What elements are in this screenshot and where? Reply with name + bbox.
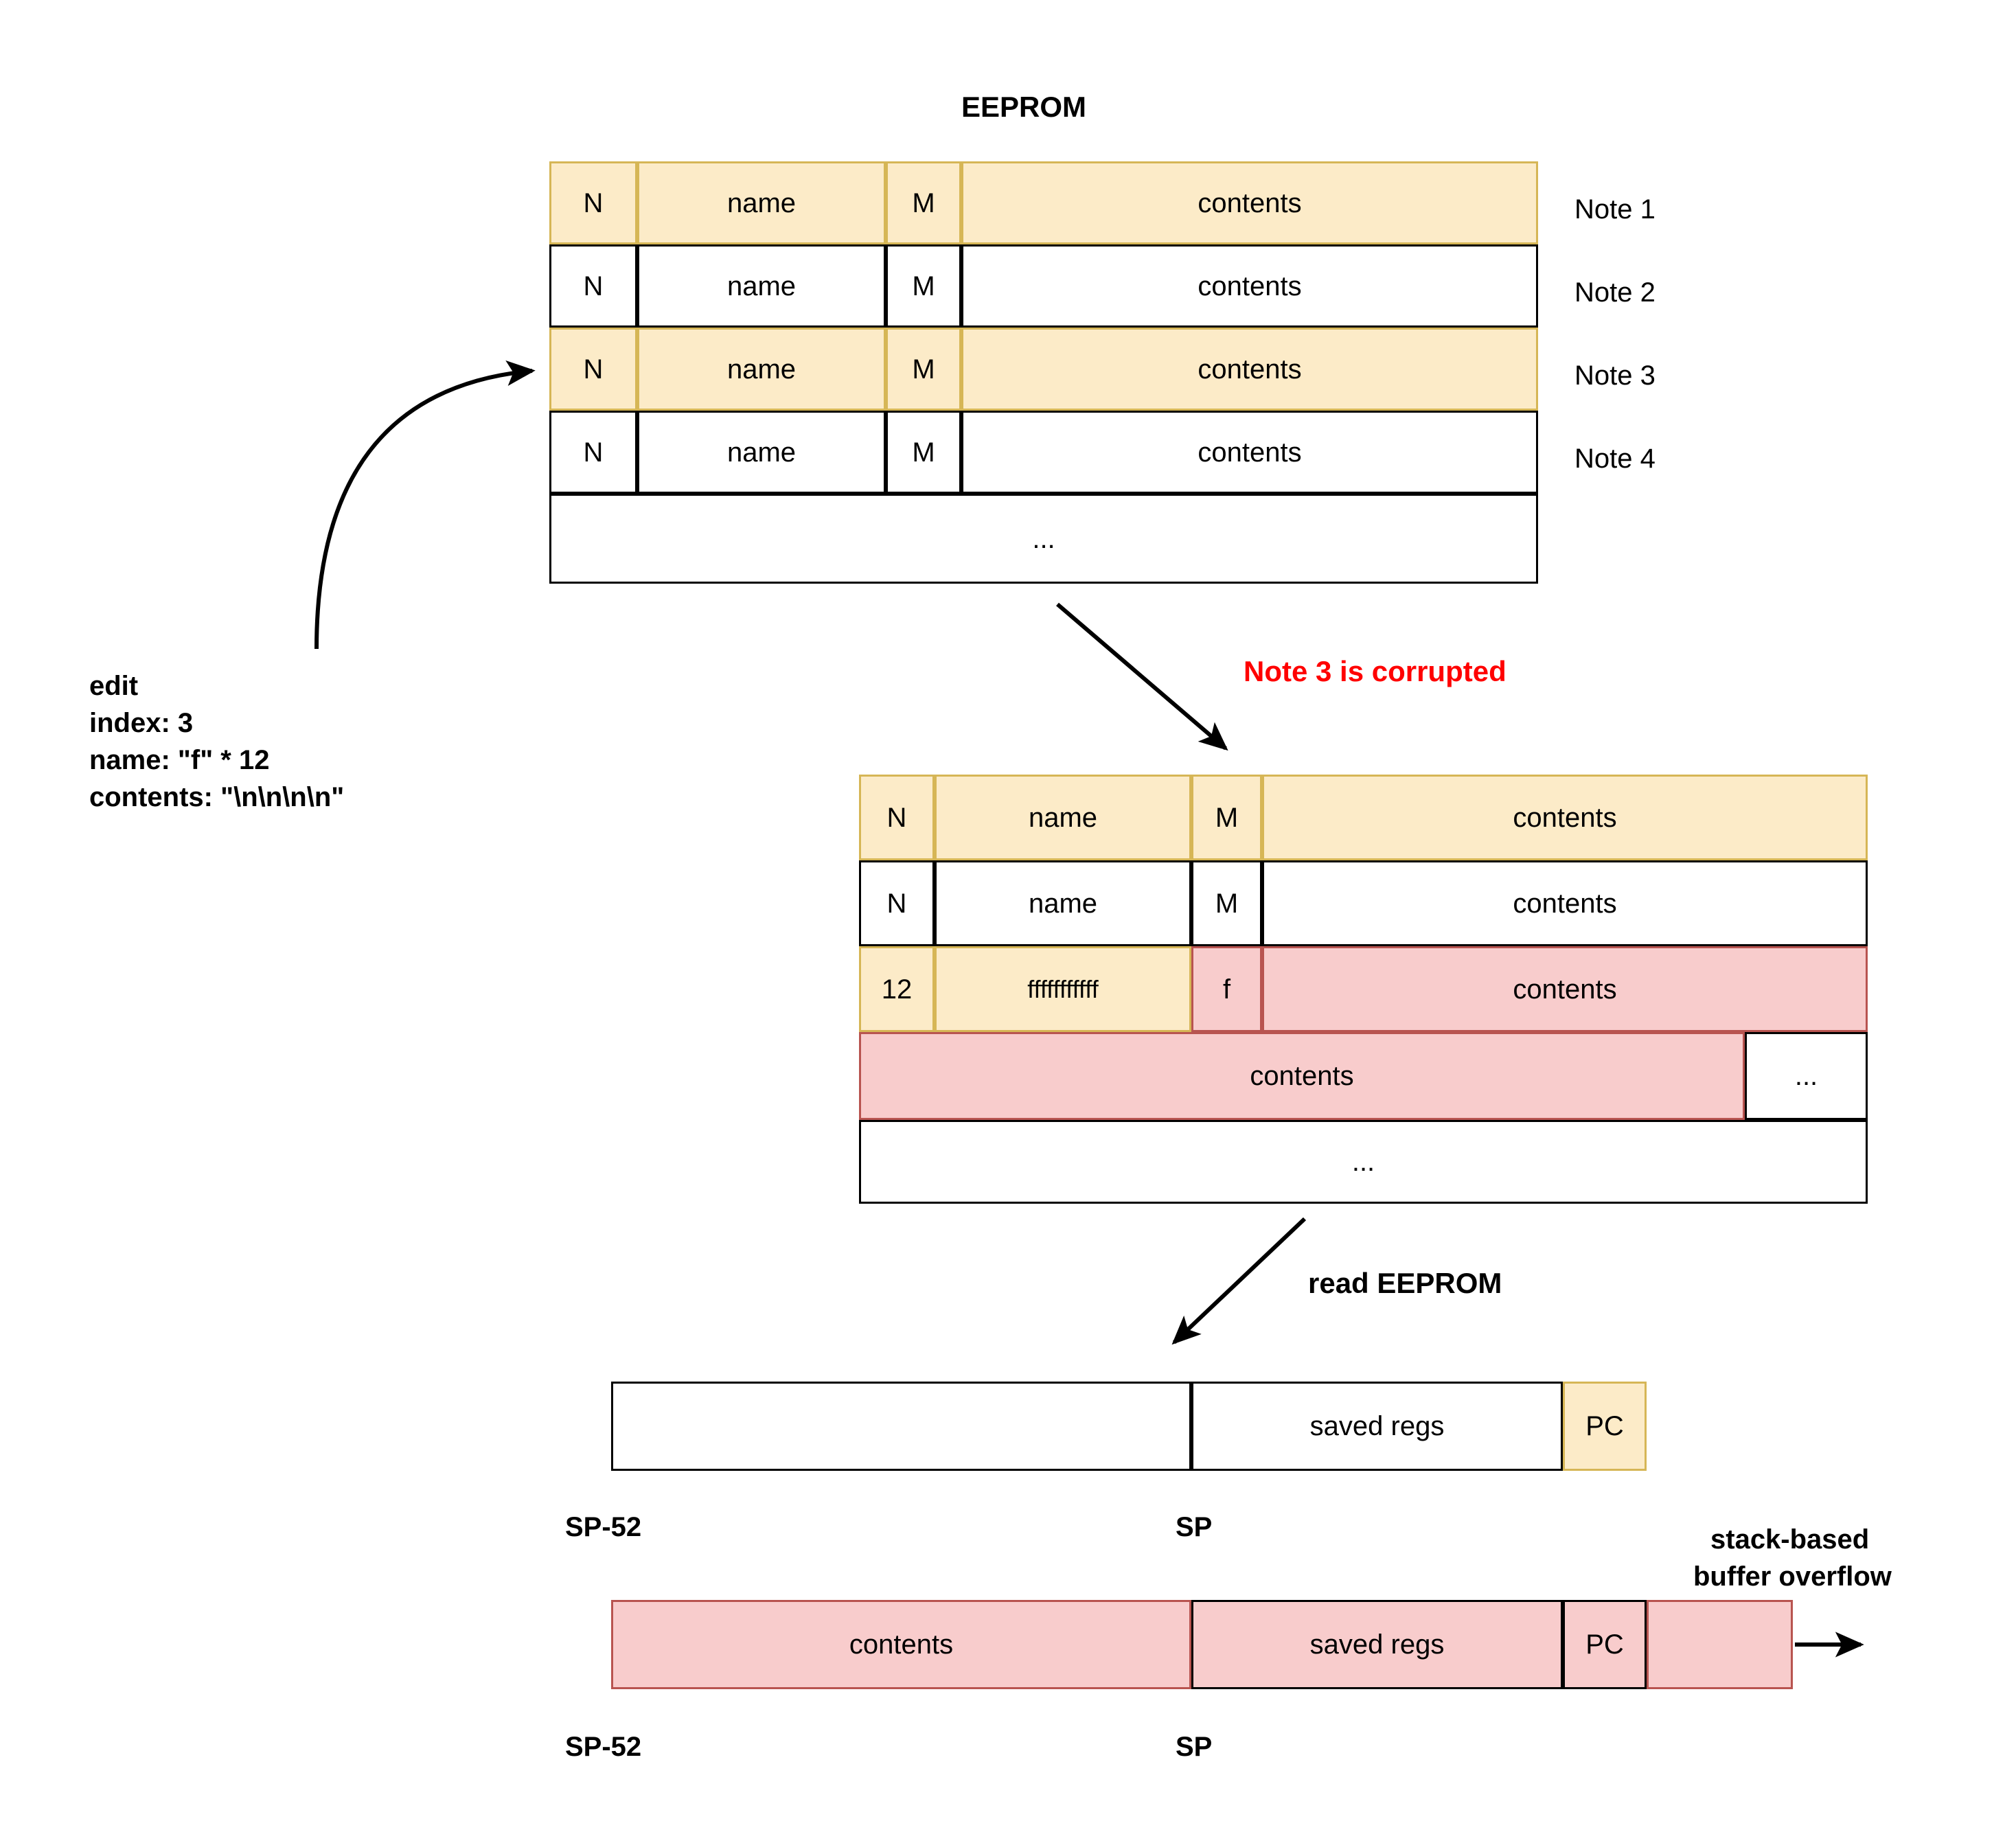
stack-after-overflow-tail bbox=[1647, 1600, 1793, 1689]
eeprom-r1-side-label: Note 1 bbox=[1574, 194, 1656, 225]
corrupt-ellipsis-row: ... bbox=[859, 1120, 1868, 1204]
edit-name: name: "f" * 12 bbox=[89, 745, 270, 775]
eeprom-r4-side-label: Note 4 bbox=[1574, 444, 1656, 474]
corrupt-r4-ellipsis: ... bbox=[1745, 1032, 1868, 1120]
eeprom-r3-side-label: Note 3 bbox=[1574, 360, 1656, 391]
eeprom-r2-m: M bbox=[886, 244, 961, 328]
edit-index: index: 3 bbox=[89, 708, 194, 738]
corrupt-r2-n: N bbox=[859, 860, 935, 946]
corrupt-r1-name: name bbox=[935, 775, 1191, 860]
stack-after-pc: PC bbox=[1563, 1600, 1647, 1689]
corrupt-r4-contents: contents bbox=[859, 1032, 1745, 1120]
corrupt-r2-m: M bbox=[1191, 860, 1262, 946]
eeprom-r4-n: N bbox=[549, 411, 637, 494]
corrupt-r3-m: f bbox=[1191, 946, 1262, 1032]
eeprom-ellipsis-row: ... bbox=[549, 494, 1538, 584]
eeprom-r2-n: N bbox=[549, 244, 637, 328]
eeprom-r1-n: N bbox=[549, 161, 637, 244]
corrupt-r3-n: 12 bbox=[859, 946, 935, 1032]
corruption-warning-label: Note 3 is corrupted bbox=[1244, 655, 1507, 687]
eeprom-r4-m: M bbox=[886, 411, 961, 494]
stack-before-sp-52-marker: SP-52 bbox=[565, 1512, 642, 1542]
overflow-caption-line1: stack-based bbox=[1710, 1524, 1870, 1555]
stack-before-pc: PC bbox=[1563, 1382, 1647, 1471]
eeprom-r4-name: name bbox=[637, 411, 886, 494]
eeprom-r2-contents: contents bbox=[961, 244, 1538, 328]
read-eeprom-arrow bbox=[1171, 1217, 1307, 1345]
stack-after-saved-regs: saved regs bbox=[1191, 1600, 1563, 1689]
edit-contents: contents: "\n\n\n\n" bbox=[89, 782, 345, 812]
eeprom-r3-contents: contents bbox=[961, 328, 1538, 411]
read-eeprom-label: read EEPROM bbox=[1308, 1267, 1502, 1299]
corrupt-r1-m: M bbox=[1191, 775, 1262, 860]
stack-before-buffer bbox=[611, 1382, 1191, 1471]
eeprom-r3-name: name bbox=[637, 328, 886, 411]
eeprom-r3-n: N bbox=[549, 328, 637, 411]
eeprom-r3-m: M bbox=[886, 328, 961, 411]
corrupt-r1-n: N bbox=[859, 775, 935, 860]
stack-after-sp-marker: SP bbox=[1176, 1732, 1213, 1762]
eeprom-r4-contents: contents bbox=[961, 411, 1538, 494]
stack-after-sp-52-marker: SP-52 bbox=[565, 1732, 642, 1762]
corrupt-r2-contents: contents bbox=[1262, 860, 1868, 946]
corrupt-r3-contents: contents bbox=[1262, 946, 1868, 1032]
corruption-arrow bbox=[1056, 602, 1228, 751]
stack-after-contents: contents bbox=[611, 1600, 1191, 1689]
overflow-caption-line2: buffer overflow bbox=[1693, 1561, 1892, 1592]
stack-before-saved-regs: saved regs bbox=[1191, 1382, 1563, 1471]
eeprom-r2-name: name bbox=[637, 244, 886, 328]
corrupt-r1-contents: contents bbox=[1262, 775, 1868, 860]
eeprom-title: EEPROM bbox=[961, 91, 1087, 123]
eeprom-r1-name: name bbox=[637, 161, 886, 244]
eeprom-r1-contents: contents bbox=[961, 161, 1538, 244]
edit-label: edit bbox=[89, 671, 139, 701]
edit-to-note3-arrow bbox=[314, 360, 536, 650]
corrupt-r3-name: fffffffffff bbox=[935, 946, 1191, 1032]
eeprom-r1-m: M bbox=[886, 161, 961, 244]
eeprom-r2-side-label: Note 2 bbox=[1574, 277, 1656, 308]
stack-before-sp-marker: SP bbox=[1176, 1512, 1213, 1542]
corrupt-r2-name: name bbox=[935, 860, 1191, 946]
